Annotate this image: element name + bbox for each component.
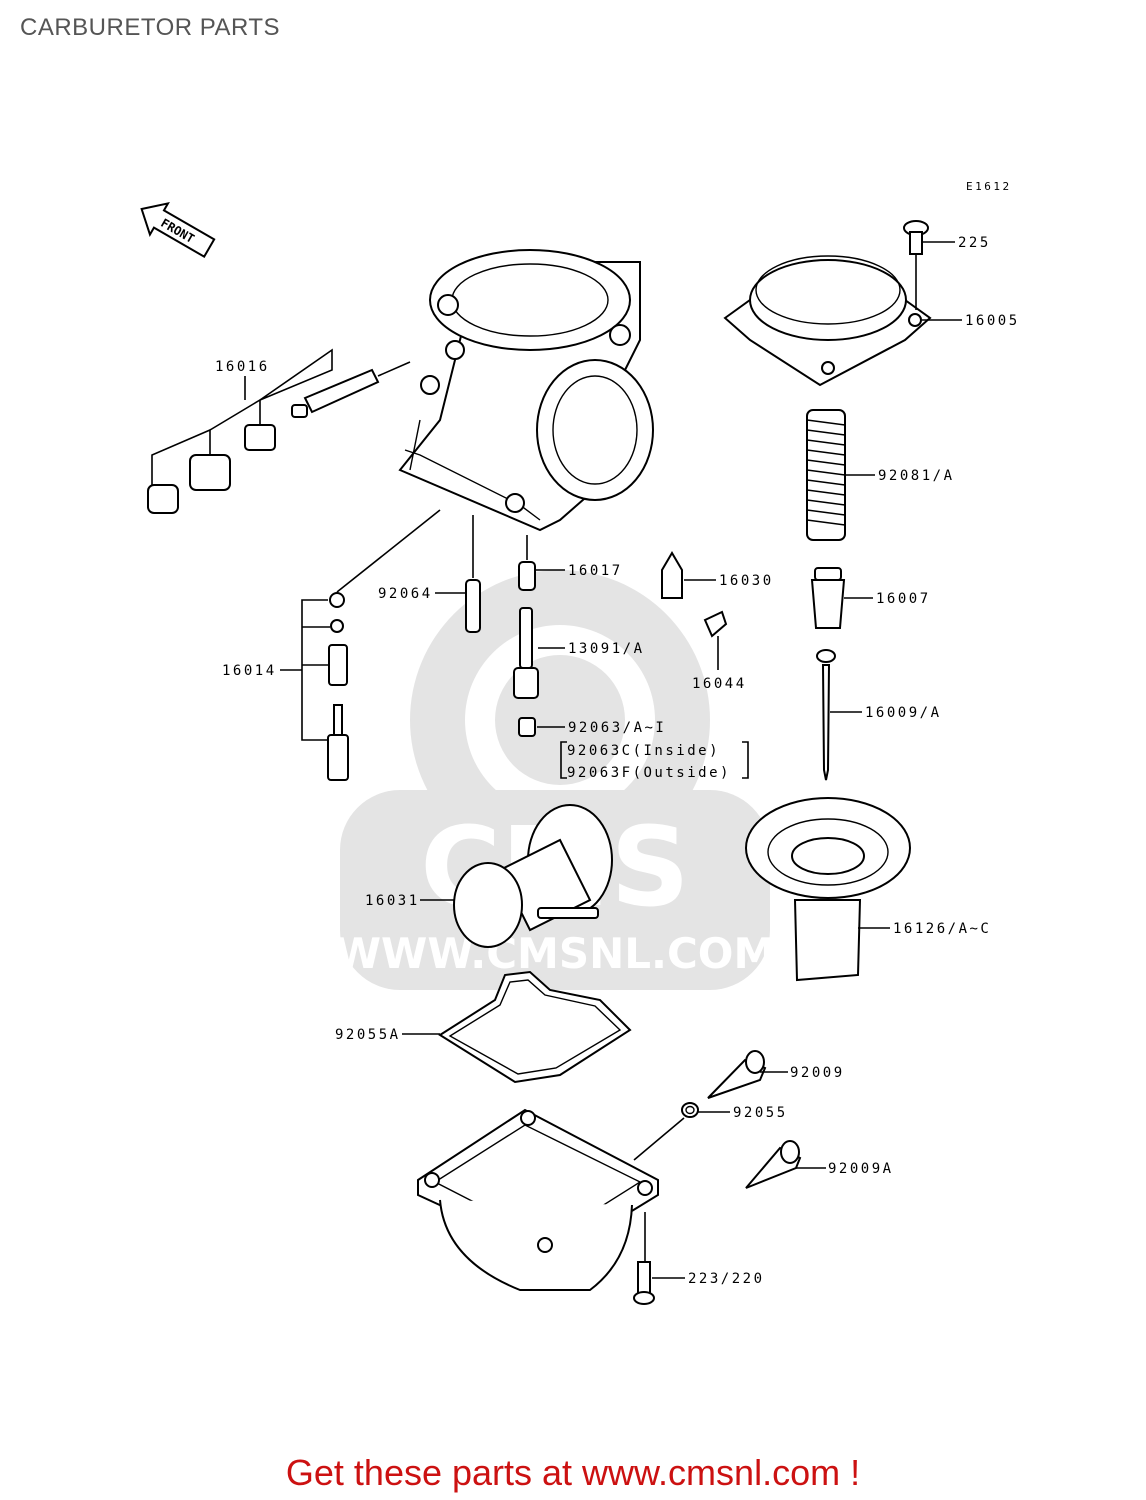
- label-16044: 16044: [692, 676, 747, 692]
- label-16005: 16005: [965, 313, 1020, 329]
- spring-92081-icon: [806, 409, 846, 541]
- float-valve-16030-icon: [661, 551, 683, 599]
- pilot-jet-92063-icon: [518, 717, 536, 737]
- label-16030: 16030: [719, 573, 774, 589]
- front-arrow-icon: FRONT: [140, 201, 216, 259]
- label-16017: 16017: [568, 563, 623, 579]
- clip-16044-icon: [703, 610, 728, 638]
- label-92063c: 92063C(Inside): [567, 743, 720, 759]
- needle-jet-13091-icon: [513, 607, 539, 699]
- o-ring-92055-icon: [681, 1102, 699, 1118]
- label-92009: 92009: [790, 1065, 845, 1081]
- holder-16017-icon: [518, 561, 536, 591]
- label-16009: 16009/A: [865, 705, 942, 721]
- diaphragm-16126-icon: [745, 797, 911, 982]
- label-225: 225: [958, 235, 991, 251]
- air-screw-16014-icon: [327, 592, 349, 781]
- jet-92064-icon: [465, 579, 481, 633]
- screw-92009a-icon: [745, 1140, 802, 1189]
- label-13091: 13091/A: [568, 641, 645, 657]
- label-92055a: 92055A: [335, 1027, 401, 1043]
- carburetor-body-icon: [398, 249, 654, 532]
- top-cover-16005-icon: [723, 255, 932, 387]
- label-92081: 92081/A: [878, 468, 955, 484]
- label-16031: 16031: [365, 893, 420, 909]
- page-title: CARBURETOR PARTS: [20, 14, 281, 41]
- label-16126: 16126/A~C: [893, 921, 991, 937]
- promo-link[interactable]: Get these parts at www.cmsnl.com !: [285, 1452, 861, 1493]
- label-92009a: 92009A: [828, 1161, 894, 1177]
- jet-needle-16009-icon: [816, 649, 836, 781]
- screw-225-icon: [903, 220, 929, 255]
- label-92063: 92063/A~I: [568, 720, 666, 736]
- label-16016: 16016: [215, 359, 270, 375]
- label-92064: 92064: [378, 586, 433, 602]
- gasket-92055a-icon: [438, 970, 632, 1084]
- watermark-url: WWW.CMSNL.COM: [335, 929, 776, 978]
- label-16007: 16007: [876, 591, 931, 607]
- float-bowl-icon: [417, 1108, 659, 1291]
- screw-92009-icon: [707, 1050, 767, 1099]
- label-92055: 92055: [733, 1105, 788, 1121]
- label-92063f: 92063F(Outside): [567, 765, 731, 781]
- label-223-220: 223/220: [688, 1271, 765, 1287]
- screw-223-icon: [633, 1261, 655, 1305]
- label-16014: 16014: [222, 663, 277, 679]
- float-16031-icon: [453, 804, 613, 948]
- pilot-screw-16016-icon: [147, 361, 411, 514]
- needle-holder-16007-icon: [810, 567, 846, 629]
- diagram-code: E1612: [966, 180, 1012, 193]
